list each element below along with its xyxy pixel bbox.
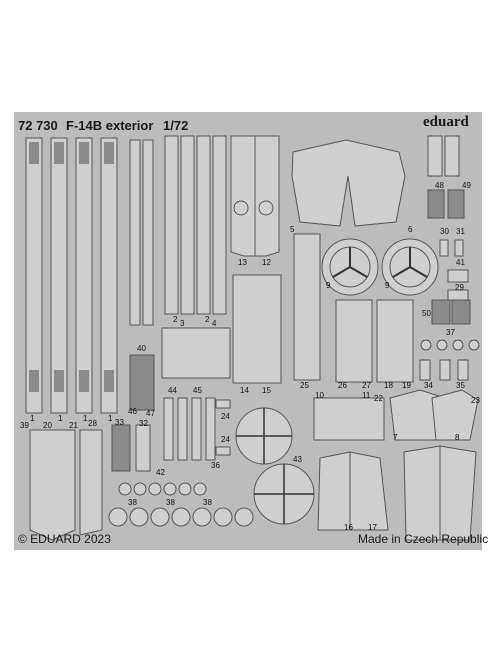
part-number: 24 (221, 435, 230, 444)
part-number: 29 (455, 283, 464, 292)
part-number: 11 (362, 391, 371, 400)
part-number: 50 (422, 309, 431, 318)
part-number: 36 (211, 461, 220, 470)
copyright-text: © EDUARD 2023 (18, 532, 111, 546)
part-number: 18 (384, 381, 393, 390)
part-number: 1 (83, 414, 88, 423)
part-number: 9 (326, 281, 331, 290)
part-number: 1 (30, 414, 35, 423)
narrow-rail-parts (129, 139, 154, 326)
part-number: 42 (156, 468, 165, 477)
part-number: 33 (115, 418, 124, 427)
part-number: 24 (221, 412, 230, 421)
fan-parts (321, 238, 439, 296)
part-number: 30 (440, 227, 449, 236)
set-title: F-14B exterior (66, 118, 154, 133)
part-number: 35 (456, 381, 465, 390)
part-14-15 (232, 274, 282, 384)
part-number: 16 (344, 523, 353, 532)
part-number: 20 (43, 421, 52, 430)
part-number: 28 (88, 419, 97, 428)
part-number: 3 (180, 319, 185, 328)
part-20-21 (29, 429, 76, 541)
part-number: 15 (262, 386, 271, 395)
part-number: 7 (393, 433, 398, 442)
part-25 (293, 233, 321, 381)
origin-text: Made in Czech Republic (358, 532, 489, 546)
part-16-17 (317, 451, 389, 531)
strip-parts (164, 135, 227, 315)
part-number: 2 (205, 315, 210, 324)
part-number: 19 (402, 381, 411, 390)
part-number: 14 (240, 386, 249, 395)
eduard-logo: eduard (423, 114, 469, 130)
part-number: 22 (374, 394, 383, 403)
part-number: 12 (262, 258, 271, 267)
part-number: 49 (462, 181, 471, 190)
part-number: 48 (435, 181, 444, 190)
part-3-4 (161, 327, 231, 379)
part-number: 26 (338, 381, 347, 390)
part-number: 38 (203, 498, 212, 507)
set-code: 72 730 (18, 118, 58, 133)
part-number: 2 (173, 315, 178, 324)
part-number: 8 (455, 433, 460, 442)
part-number: 1 (58, 414, 63, 423)
part-number: 31 (456, 227, 465, 236)
part-number: 43 (293, 455, 302, 464)
panel-5 (291, 139, 406, 227)
long-rail-parts (25, 137, 118, 414)
part-number: 21 (69, 421, 78, 430)
part-number: 38 (166, 498, 175, 507)
part-number: 41 (456, 258, 465, 267)
part-number: 37 (446, 328, 455, 337)
part-number: 4 (212, 319, 217, 328)
part-number: 17 (368, 523, 377, 532)
part-number: 1 (108, 414, 113, 423)
ring-parts (108, 482, 254, 527)
part-number: 32 (139, 419, 148, 428)
part-number: 47 (146, 409, 155, 418)
part-number: 39 (20, 421, 29, 430)
part-number: 13 (238, 258, 247, 267)
part-number: 45 (193, 386, 202, 395)
part-number: 40 (137, 344, 146, 353)
part-number: 27 (362, 381, 371, 390)
part-number: 44 (168, 386, 177, 395)
part-number: 6 (408, 225, 413, 234)
part-number: 46 (128, 407, 137, 416)
part-number: 23 (471, 396, 480, 405)
part-number: 5 (290, 225, 295, 234)
part-number: 38 (128, 498, 137, 507)
part-number: 34 (424, 381, 433, 390)
part-number: 9 (385, 281, 390, 290)
set-scale: 1/72 (163, 118, 189, 133)
part-number: 25 (300, 381, 309, 390)
part-number: 10 (315, 391, 324, 400)
